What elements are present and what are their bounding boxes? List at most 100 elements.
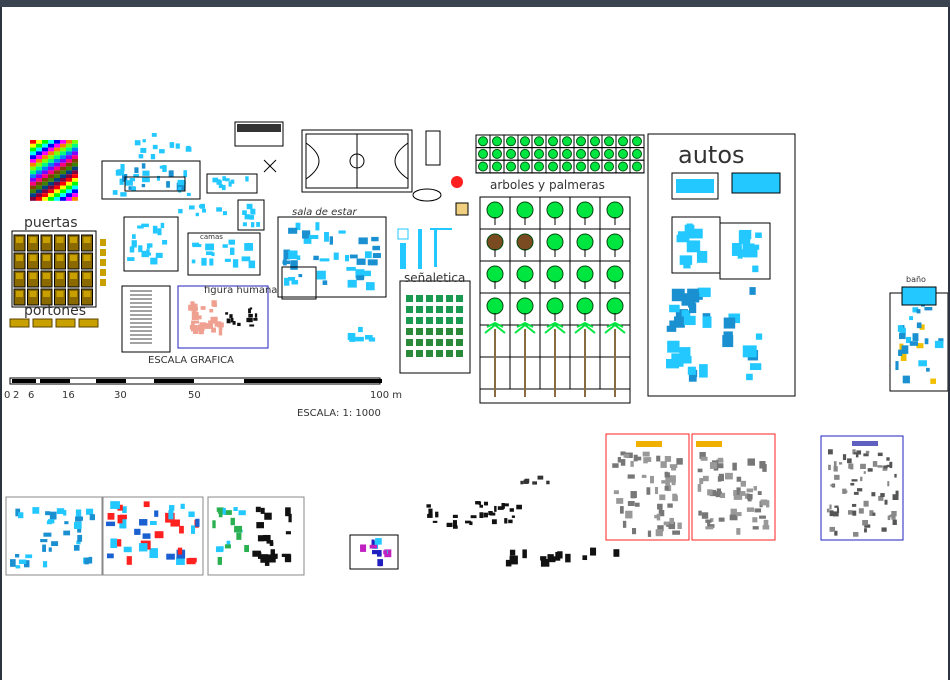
- plan-sheet-1-block: [43, 532, 52, 537]
- bathroom-fixture: [898, 349, 903, 356]
- plan-sheet-2-block: [195, 518, 200, 527]
- catalog-sheet-2-item: [735, 512, 742, 517]
- catalog-sheet-1-item: [634, 502, 640, 507]
- catalog-sheet-1-item: [646, 457, 652, 462]
- plan-sheet-2-block: [120, 514, 127, 520]
- small-plan-block: [372, 550, 380, 555]
- plan-sheet-1-block: [49, 511, 57, 520]
- door-panel-detail: [70, 273, 77, 279]
- catalog-sheet-1-item: [666, 523, 670, 527]
- catalog-sheet-3-item: [847, 510, 853, 515]
- house-plan-fixture: [159, 165, 164, 169]
- door-side-block: [100, 269, 106, 276]
- color-palette-swatch: [48, 151, 54, 156]
- house-plan-fixture: [119, 178, 124, 185]
- tree-symbol: [492, 136, 502, 147]
- house-plan-2-fixture: [138, 245, 143, 253]
- catalog-sheet-1-item: [664, 455, 672, 462]
- house-plan-outline: [101, 160, 201, 200]
- small-block: [202, 208, 206, 213]
- bus-side-view: [731, 172, 781, 194]
- small-plan-block: [375, 538, 382, 545]
- color-palette-swatch: [30, 174, 36, 178]
- plan-sheet-2-block: [106, 553, 114, 559]
- catalog-sheet-2-item: [699, 451, 706, 459]
- small-plan-block: [371, 539, 375, 547]
- catalog-sheet-3-item: [864, 524, 871, 528]
- small-block: [200, 203, 205, 209]
- door-panel-detail: [16, 237, 23, 243]
- bathroom-fixture: [895, 361, 899, 371]
- house-plan-2-fixture: [160, 222, 165, 229]
- catalog-sheet-2-item: [705, 519, 712, 523]
- catalog-sheet-2-item: [697, 484, 702, 492]
- plan-sheet-3-block: [218, 510, 223, 518]
- color-palette-swatch: [72, 174, 78, 178]
- palm-fronds: [604, 321, 626, 334]
- color-palette-swatch: [36, 174, 42, 178]
- house-plan-fixture: [133, 174, 140, 178]
- label-portones: portones: [24, 303, 87, 319]
- plan-sheet-3-block: [236, 532, 242, 540]
- living-room-fixture: [358, 237, 368, 245]
- living-room-fixture: [346, 266, 356, 271]
- human-figure-block: [192, 303, 197, 308]
- plan-sheet-1-block: [15, 508, 21, 517]
- tree-symbol: [520, 161, 530, 172]
- catalog-sheet-3-item: [834, 530, 838, 536]
- small-frame-block: [256, 222, 260, 227]
- color-palette-swatch: [30, 178, 36, 182]
- living-room-fixture: [356, 258, 366, 265]
- palm-fronds: [544, 321, 566, 334]
- human-silhouette: [249, 307, 253, 310]
- color-palette-swatch: [36, 189, 42, 194]
- small-block: [358, 326, 363, 333]
- bathroom-fixture: [905, 336, 912, 344]
- plan-sheet-3-block: [212, 520, 216, 529]
- fireplace-block: [425, 130, 441, 166]
- cad-drawing-canvas[interactable]: puertas portones sala de estar camas fig…: [2, 7, 948, 680]
- catalog-sheet-1-item: [672, 530, 681, 535]
- color-palette-swatch: [48, 181, 54, 186]
- tree-symbol: [492, 148, 502, 159]
- catalog-sheet-3-item: [867, 468, 873, 472]
- living-room-fixture: [324, 232, 329, 242]
- plan-sheet-2-block: [188, 557, 197, 563]
- plan-sheet-1-block: [89, 514, 95, 521]
- color-palette-swatch: [48, 197, 54, 201]
- catalog-sheet-3-item: [827, 449, 833, 455]
- tree-symbol: [548, 148, 558, 159]
- car-silhouette: [509, 555, 518, 565]
- plan-sheet-2-block: [110, 538, 118, 549]
- small-block: [150, 154, 156, 160]
- catalog-sheet-2-item: [709, 489, 717, 497]
- plan-sheet-2-block: [177, 547, 183, 555]
- door-panel-detail: [29, 255, 37, 261]
- catalog-sheet-3-item: [887, 481, 890, 487]
- tree-symbol: [604, 161, 614, 172]
- plan-sheet-1-block: [73, 545, 80, 551]
- door-panel-detail: [43, 291, 50, 297]
- small-silhouette: [546, 480, 550, 485]
- tree-symbol: [478, 136, 488, 147]
- house-plan-fixture: [166, 181, 170, 188]
- truck-frame-2: [719, 222, 771, 280]
- tree-canopy: [546, 201, 564, 219]
- tree-symbol: [576, 148, 586, 159]
- door-panel-detail: [16, 291, 23, 297]
- color-palette-swatch: [36, 155, 42, 159]
- catalog-sheet-3-item: [865, 450, 870, 454]
- living-room-outline: [277, 216, 387, 298]
- plan-sheet-2-block: [150, 520, 157, 526]
- catalog-sheet-3-item: [833, 466, 838, 472]
- car-silhouette: [613, 549, 620, 557]
- house-plan-2-fixture: [127, 257, 135, 262]
- plan-sheet-3-block: [217, 556, 222, 565]
- bathroom-fixture: [930, 378, 936, 384]
- bathroom-fixture: [919, 324, 925, 330]
- human-silhouette: [246, 317, 251, 323]
- tree-symbol: [520, 148, 530, 159]
- plan-sheet-1-block: [75, 509, 82, 517]
- color-palette-swatch: [66, 155, 72, 159]
- car-block: [681, 293, 692, 306]
